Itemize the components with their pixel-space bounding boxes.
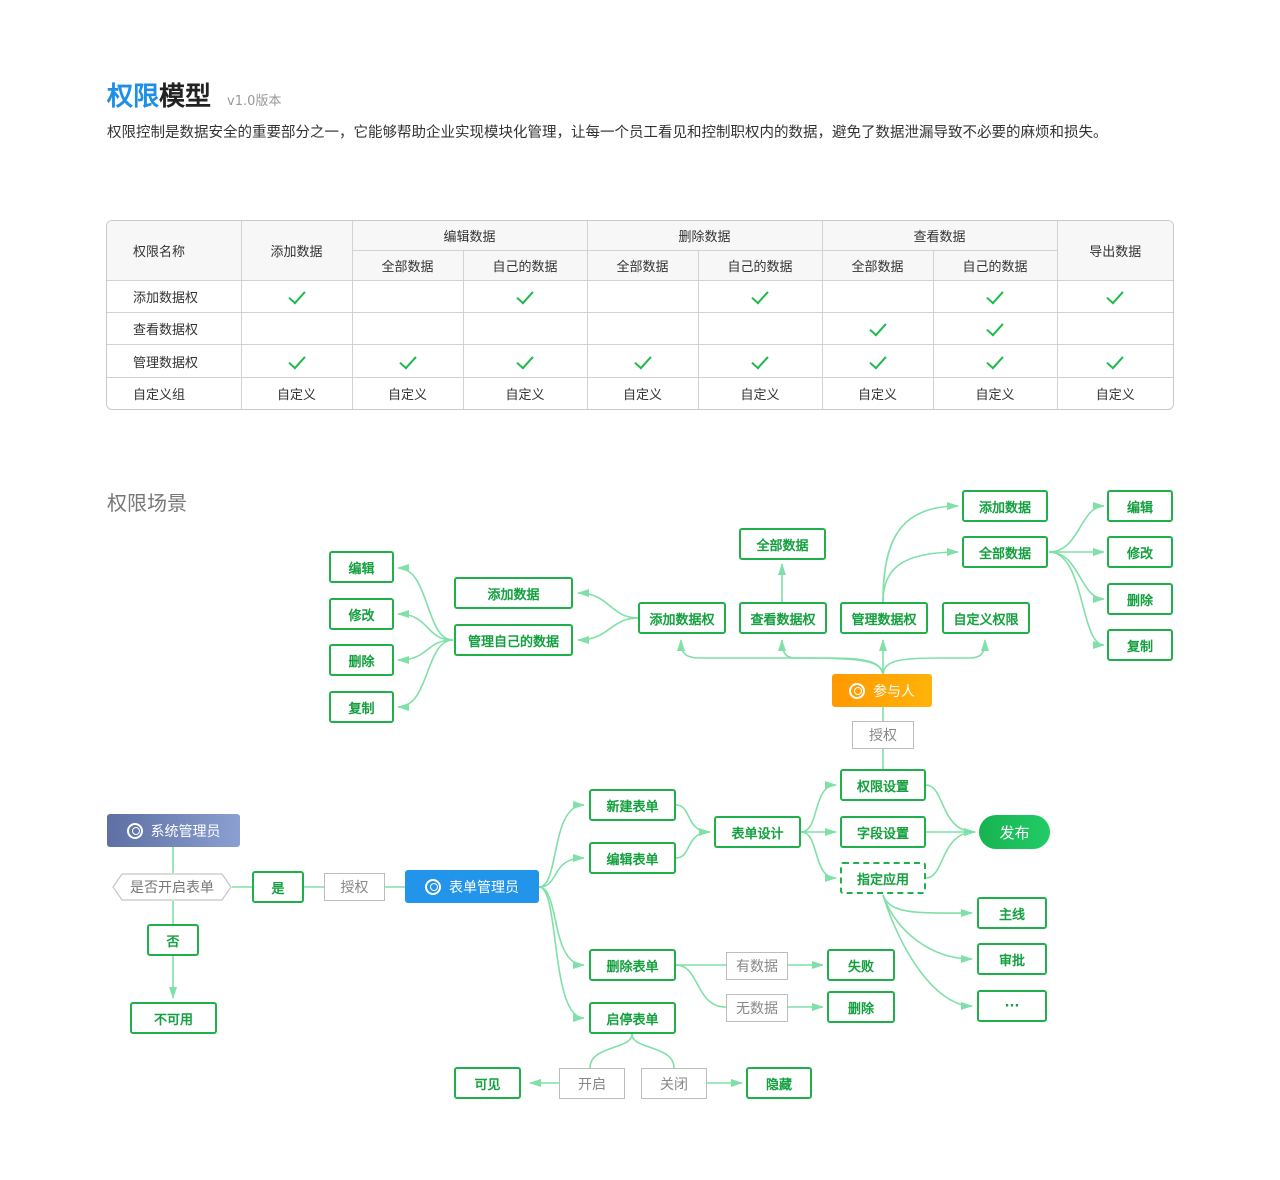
row-name: 管理数据权: [107, 344, 242, 378]
section-title: 权限场景: [107, 491, 187, 515]
node-perm-settings[interactable]: 权限设置: [840, 769, 926, 801]
header-delete-data: 删除数据: [586, 221, 823, 251]
node-edit-form[interactable]: 编辑表单: [589, 842, 676, 874]
subheader-all: 全部数据: [821, 249, 934, 281]
node-more[interactable]: ···: [977, 990, 1047, 1022]
cell-custom: 自定义: [932, 376, 1058, 409]
publish-button[interactable]: 发布: [979, 815, 1050, 849]
node-close: 关闭: [641, 1068, 707, 1099]
node-toggle-form[interactable]: 启停表单: [589, 1002, 676, 1034]
header-export-data: 导出数据: [1056, 221, 1173, 281]
node-open: 开启: [559, 1068, 625, 1099]
node-authorize-2: 授权: [324, 873, 385, 901]
node-form-design[interactable]: 表单设计: [714, 816, 801, 848]
user-icon: [425, 878, 441, 895]
subheader-own: 自己的数据: [697, 249, 823, 281]
node-no-data: 无数据: [726, 994, 788, 1022]
node-add-data[interactable]: 添加数据: [454, 577, 573, 609]
system-admin-label: 系统管理员: [150, 823, 221, 840]
node-approval[interactable]: 审批: [977, 943, 1047, 975]
node-participant[interactable]: 参与人: [832, 674, 932, 707]
header-add-data: 添加数据: [240, 221, 353, 281]
node-manage-all-data[interactable]: 全部数据: [962, 536, 1048, 568]
table-row: 添加数据权: [107, 279, 1173, 313]
table-row: 自定义组 自定义 自定义 自定义 自定义 自定义 自定义 自定义 自定义: [107, 376, 1173, 409]
cell-custom: 自定义: [1056, 376, 1173, 409]
form-admin-label: 表单管理员: [449, 879, 519, 896]
node-delete-result[interactable]: 删除: [827, 991, 895, 1023]
node-yes[interactable]: 是: [252, 871, 304, 903]
node-modify[interactable]: 修改: [329, 598, 394, 630]
decision-label[interactable]: 是否开启表单: [130, 880, 214, 896]
node-manage-add-data[interactable]: 添加数据: [962, 490, 1048, 522]
decision-hexagon: [112, 873, 232, 901]
header-view-data: 查看数据: [821, 221, 1058, 251]
participant-label: 参与人: [873, 683, 915, 700]
user-icon: [849, 682, 865, 699]
title-highlight: 权限: [107, 82, 160, 112]
header-edit-data: 编辑数据: [351, 221, 588, 251]
subheader-own: 自己的数据: [932, 249, 1057, 281]
user-icon: [126, 822, 143, 839]
node-unavailable[interactable]: 不可用: [130, 1002, 217, 1034]
cell-custom: 自定义: [821, 376, 934, 409]
node-view-data-perm[interactable]: 查看数据权: [739, 602, 827, 634]
node-manage-data-perm[interactable]: 管理数据权: [840, 602, 928, 634]
node-new-form[interactable]: 新建表单: [589, 789, 676, 821]
subheader-all: 全部数据: [352, 249, 464, 281]
node-copy[interactable]: 复制: [329, 691, 394, 723]
version-label: v1.0版本: [227, 94, 282, 109]
node-no[interactable]: 否: [147, 924, 199, 956]
cell-custom: 自定义: [586, 376, 699, 409]
node-fail[interactable]: 失败: [827, 949, 895, 981]
node-hidden[interactable]: 隐藏: [746, 1067, 812, 1099]
node-delete-right[interactable]: 删除: [1107, 583, 1173, 615]
node-delete-form[interactable]: 删除表单: [589, 949, 676, 981]
node-modify-right[interactable]: 修改: [1107, 536, 1173, 568]
node-form-admin[interactable]: 表单管理员: [405, 870, 539, 903]
node-mainline[interactable]: 主线: [977, 897, 1047, 929]
row-name: 添加数据权: [107, 279, 242, 313]
node-custom-perm[interactable]: 自定义权限: [942, 602, 1030, 634]
node-manage-own-data[interactable]: 管理自己的数据: [454, 624, 573, 656]
node-add-data-perm[interactable]: 添加数据权: [638, 602, 726, 634]
cell-custom: 自定义: [462, 376, 588, 409]
title-main: 模型: [159, 82, 212, 112]
node-edit[interactable]: 编辑: [329, 551, 394, 583]
table-row: 管理数据权: [107, 344, 1173, 378]
row-name: 查看数据权: [107, 311, 242, 346]
node-visible[interactable]: 可见: [454, 1067, 521, 1099]
node-system-admin[interactable]: 系统管理员: [107, 814, 240, 847]
node-edit-right[interactable]: 编辑: [1107, 490, 1173, 522]
cell-custom: 自定义: [697, 376, 823, 409]
node-has-data: 有数据: [726, 952, 788, 980]
node-copy-right[interactable]: 复制: [1107, 629, 1173, 661]
node-delete[interactable]: 删除: [329, 644, 394, 676]
page-title: 权限 模型 v1.0版本: [107, 76, 281, 113]
node-field-settings[interactable]: 字段设置: [840, 816, 926, 848]
table-row: 查看数据权: [107, 311, 1173, 346]
node-assign-app[interactable]: 指定应用: [840, 862, 926, 894]
permission-table: 权限名称 添加数据 编辑数据 删除数据 查看数据 导出数据 全部数据 自己的数据…: [106, 220, 1174, 410]
page-description: 权限控制是数据安全的重要部分之一，它能够帮助企业实现模块化管理，让每一个员工看见…: [107, 125, 1108, 141]
node-view-all-data[interactable]: 全部数据: [739, 528, 826, 560]
node-authorize: 授权: [852, 721, 914, 749]
cell-custom: 自定义: [240, 376, 353, 409]
row-name: 自定义组: [107, 376, 242, 409]
